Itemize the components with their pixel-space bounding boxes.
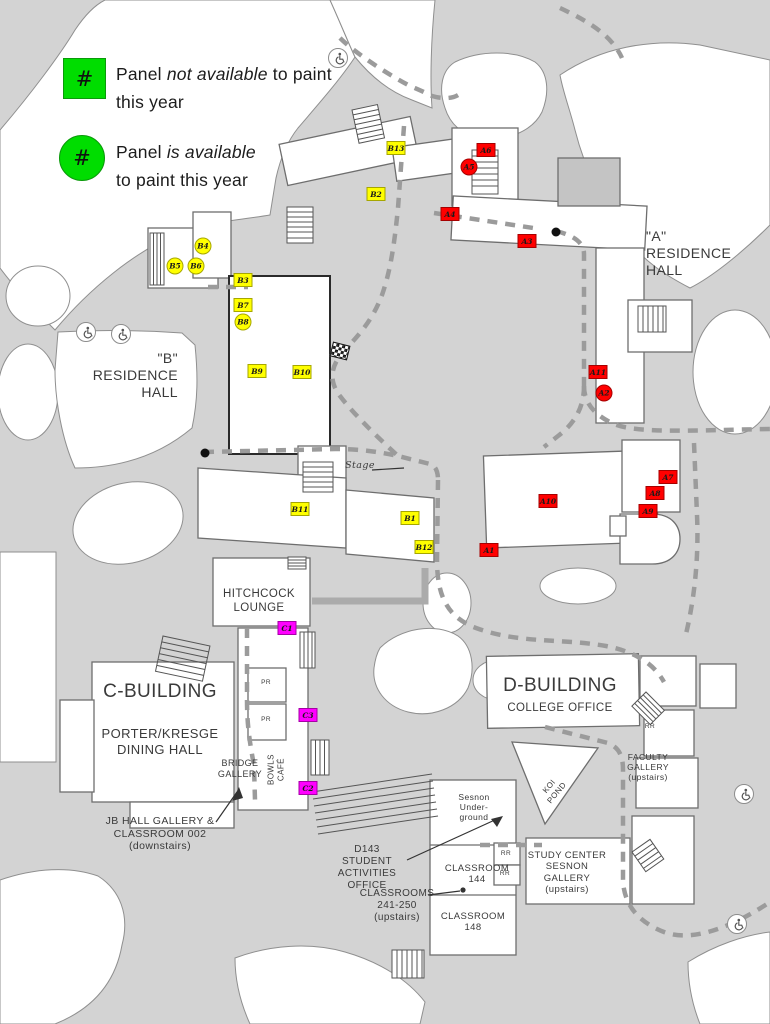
- map-label-pr-upper: PR: [261, 679, 271, 686]
- map-label-b-residence-hall: "B" RESIDENCE HALL: [92, 350, 178, 400]
- panel-marker-A11[interactable]: A11: [588, 365, 608, 379]
- accessible-entrance-icon: [727, 914, 747, 934]
- map-label-a-residence-hall: "A" RESIDENCE HALL: [646, 228, 732, 278]
- stairs-layer: [149, 104, 667, 979]
- map-label-rr-d-building: RR: [644, 723, 656, 730]
- map-label-bridge-gallery: BRIDGE GALLERY: [217, 758, 263, 779]
- panel-marker-C3[interactable]: C3: [298, 708, 318, 722]
- legend-unavailable-symbol: #: [75, 66, 94, 91]
- panel-marker-A10[interactable]: A10: [538, 494, 558, 508]
- map-label-faculty-gallery: FACULTY GALLERY (upstairs): [627, 752, 669, 783]
- legend-unavailable-swatch: #: [63, 58, 106, 99]
- map-label-porter-kresge-dining-hall: PORTER/KRESGE DINING HALL: [101, 726, 219, 757]
- panel-marker-A2[interactable]: A2: [595, 384, 613, 402]
- map-label-rr-classroom-upper: RR: [500, 850, 512, 857]
- panel-marker-B5[interactable]: B5: [166, 257, 184, 275]
- legend-available-symbol: #: [73, 146, 91, 170]
- panel-marker-B9[interactable]: B9: [247, 364, 267, 378]
- panel-marker-B3[interactable]: B3: [233, 273, 253, 287]
- legend-available-swatch: #: [59, 135, 105, 181]
- solid-path-layer: [312, 568, 429, 605]
- map-label-d143-student-activities-office: D143 STUDENT ACTIVITIES OFFICE: [337, 844, 397, 891]
- map-label-college-office: COLLEGE OFFICE: [507, 702, 613, 714]
- panel-marker-B6[interactable]: B6: [187, 257, 205, 275]
- panel-marker-A8[interactable]: A8: [645, 486, 665, 500]
- panel-marker-A1[interactable]: A1: [479, 543, 499, 557]
- accessible-entrance-icon: [76, 322, 96, 342]
- accessible-entrance-icon: [734, 784, 754, 804]
- map-label-hitchcock-lounge: HITCHCOCK LOUNGE: [223, 588, 295, 614]
- panel-marker-A3[interactable]: A3: [517, 234, 537, 248]
- map-label-stage: Stage: [345, 460, 375, 471]
- panel-marker-B10[interactable]: B10: [292, 365, 312, 379]
- panel-marker-B13[interactable]: B13: [386, 141, 406, 155]
- panel-marker-B12[interactable]: B12: [414, 540, 434, 554]
- panel-marker-B1[interactable]: B1: [400, 511, 420, 525]
- map-label-sesnon-underground: Sesnon Under- ground: [458, 792, 490, 823]
- panel-marker-A7[interactable]: A7: [658, 470, 678, 484]
- panel-marker-B2[interactable]: B2: [366, 187, 386, 201]
- accessible-entrance-icon: [328, 48, 348, 68]
- map-label-classroom-148: CLASSROOM 148: [440, 911, 506, 934]
- panel-marker-B7[interactable]: B7: [233, 298, 253, 312]
- panel-marker-A6[interactable]: A6: [476, 143, 496, 157]
- panel-marker-A5[interactable]: A5: [460, 158, 478, 176]
- panel-marker-B11[interactable]: B11: [290, 502, 310, 516]
- panel-marker-B4[interactable]: B4: [194, 237, 212, 255]
- map-label-c-building: C-BUILDING: [103, 681, 217, 702]
- path-node-dot: [551, 227, 561, 237]
- map-label-jb-hall-gallery: JB HALL GALLERY & CLASSROOM 002 (downsta…: [105, 815, 215, 853]
- map-label-classrooms-241-250: CLASSROOMS 241-250 (upstairs): [359, 888, 435, 923]
- panel-marker-C1[interactable]: C1: [277, 621, 297, 635]
- map-label-study-center-sesnon-gallery: STUDY CENTER SESNON GALLERY (upstairs): [527, 850, 607, 896]
- panel-marker-B8[interactable]: B8: [234, 313, 252, 331]
- panel-marker-A9[interactable]: A9: [638, 504, 658, 518]
- map-label-classroom-144: CLASSROOM 144: [444, 863, 510, 886]
- map-label-rr-classroom-lower: RR: [499, 870, 511, 877]
- path-node-dot: [200, 448, 210, 458]
- accessible-entrance-icon: [111, 324, 131, 344]
- map-label-bowls-cafe: BOWLS CAFÉ: [266, 754, 285, 786]
- panel-marker-C2[interactable]: C2: [298, 781, 318, 795]
- map-label-pr-lower: PR: [261, 716, 271, 723]
- callout-lines-layer: [215, 467, 503, 896]
- map-label-d-building: D-BUILDING: [503, 675, 617, 696]
- panel-marker-A4[interactable]: A4: [440, 207, 460, 221]
